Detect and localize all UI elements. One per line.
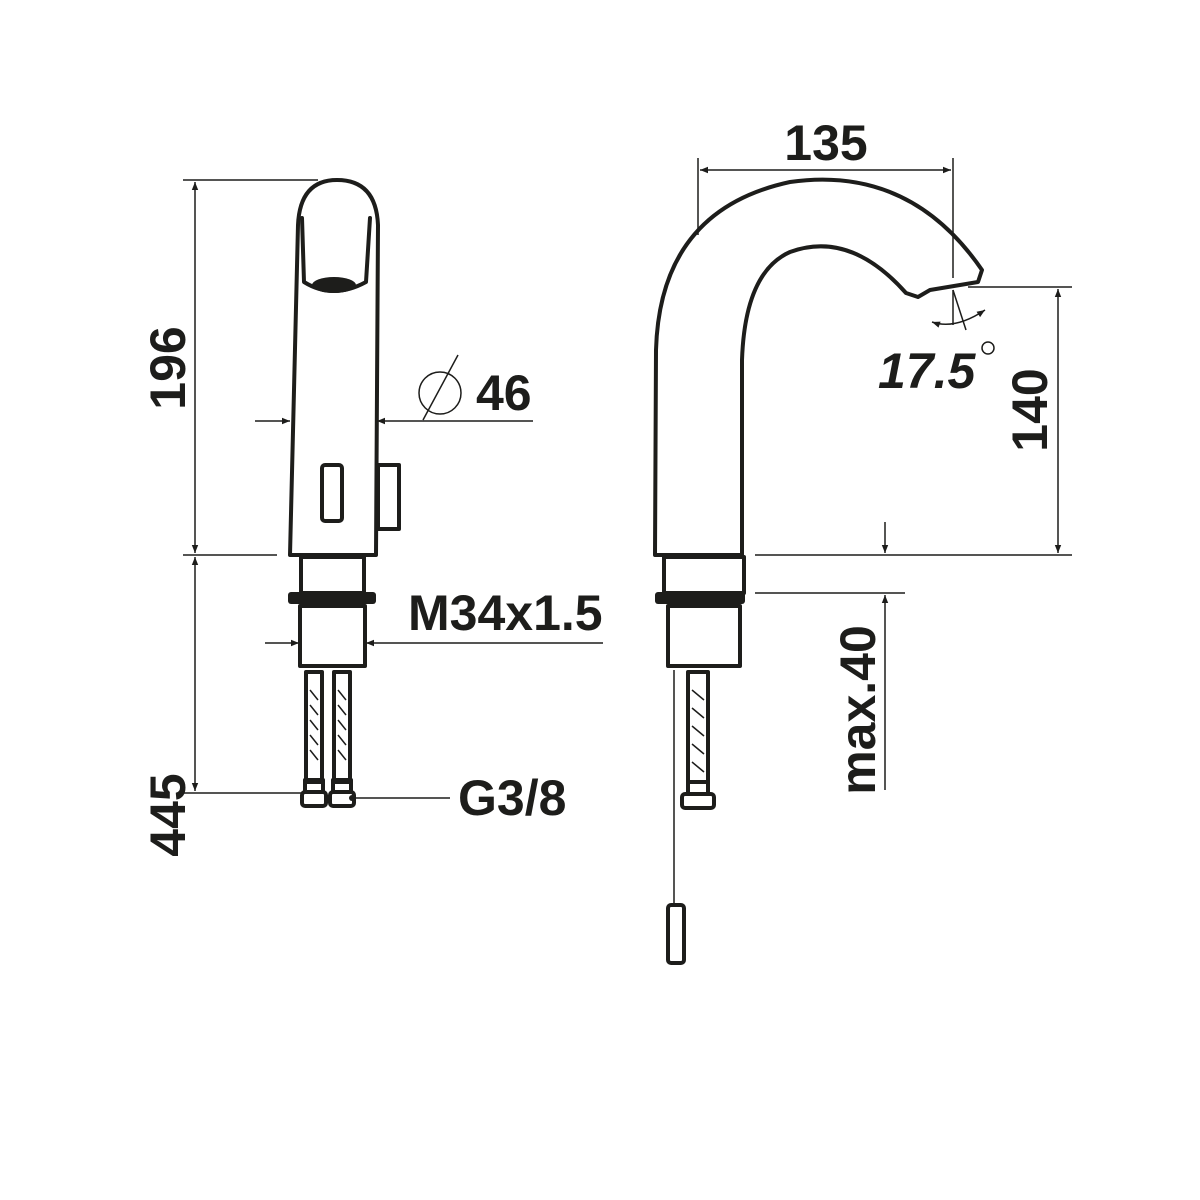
dimension-135: 135 — [697, 115, 954, 278]
diameter-46-label: 46 — [476, 365, 532, 421]
thread-label: M34x1.5 — [408, 585, 603, 641]
supply-hoses — [300, 670, 356, 808]
side-button — [376, 463, 401, 531]
angle-label: 17.5 — [878, 343, 977, 399]
dimension-max-40: max.40 — [755, 522, 905, 795]
dimension-196: 196 — [140, 179, 318, 556]
sensor-window — [320, 463, 344, 523]
cable-connector — [666, 903, 686, 965]
degree-symbol-icon — [981, 341, 995, 355]
aerator — [312, 277, 356, 293]
height-140-label: 140 — [1002, 368, 1058, 451]
max-40-label: max.40 — [830, 625, 886, 795]
dimension-140: 140 — [755, 286, 1072, 556]
o-ring — [288, 592, 376, 604]
hose-length-445-label: 445 — [140, 773, 196, 856]
dimension-diameter-46: 46 — [255, 354, 533, 425]
front-view-faucet — [288, 178, 401, 808]
height-196-label: 196 — [140, 326, 196, 409]
dimension-445: 445 — [140, 557, 305, 857]
dimension-angle: 17.5 — [878, 289, 995, 399]
diameter-symbol-icon — [418, 371, 462, 415]
reach-135-label: 135 — [784, 115, 867, 171]
dimension-connection: G3/8 — [349, 770, 566, 826]
side-view-faucet — [653, 177, 984, 965]
dimension-thread: M34x1.5 — [265, 585, 603, 647]
connection-label: G3/8 — [458, 770, 566, 826]
